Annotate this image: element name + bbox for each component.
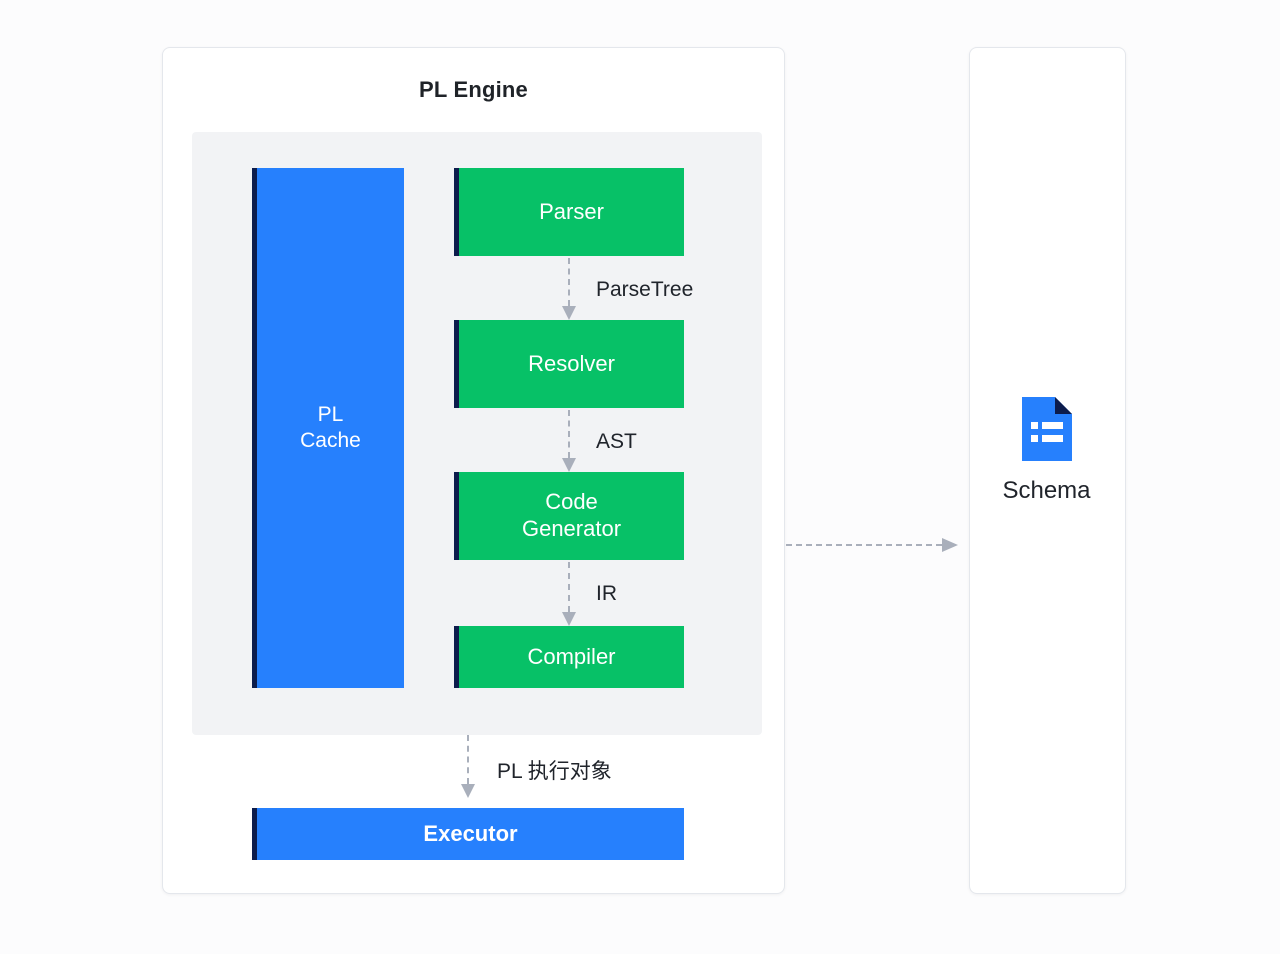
node-resolver-label: Resolver [528,350,615,376]
connector-line [467,735,469,784]
arrowhead-down-icon [562,458,576,472]
node-compiler[interactable]: Compiler [454,626,684,688]
schema-card [969,47,1126,894]
node-pl-cache-label: PL Cache [300,403,361,452]
edge-label-pl-execution-object: PL 执行对象 [497,760,612,783]
connector-line [786,544,942,546]
arrowhead-down-icon [461,784,475,798]
schema-caption: Schema [1002,477,1091,504]
node-executor-label: Executor [423,820,518,846]
arrowhead-down-icon [562,306,576,320]
connector-code-generator-to-compiler [562,562,576,626]
arrowhead-right-icon [942,538,958,552]
schema-node[interactable]: Schema [969,397,1124,505]
connector-line [568,258,570,306]
connector-compiler-to-executor [461,735,475,798]
node-resolver[interactable]: Resolver [454,320,684,408]
node-code-generator-label: Code Generator [521,489,622,541]
node-pl-cache[interactable]: PL Cache [252,168,404,688]
connector-line [568,410,570,458]
connector-line [568,562,570,612]
edge-label-ast: AST [596,430,637,453]
node-parser[interactable]: Parser [454,168,684,256]
node-executor[interactable]: Executor [252,808,684,860]
connector-resolver-to-code-generator [562,410,576,472]
document-icon [1021,397,1072,461]
edge-label-parse-tree: ParseTree [596,278,694,301]
connector-engine-to-schema [786,538,958,552]
node-compiler-label: Compiler [527,643,616,669]
arrowhead-down-icon [562,612,576,626]
node-parser-label: Parser [539,198,604,224]
node-code-generator[interactable]: Code Generator [454,472,684,560]
pl-engine-title: PL Engine [419,77,528,102]
edge-label-ir: IR [596,582,617,605]
connector-parser-to-resolver [562,258,576,320]
